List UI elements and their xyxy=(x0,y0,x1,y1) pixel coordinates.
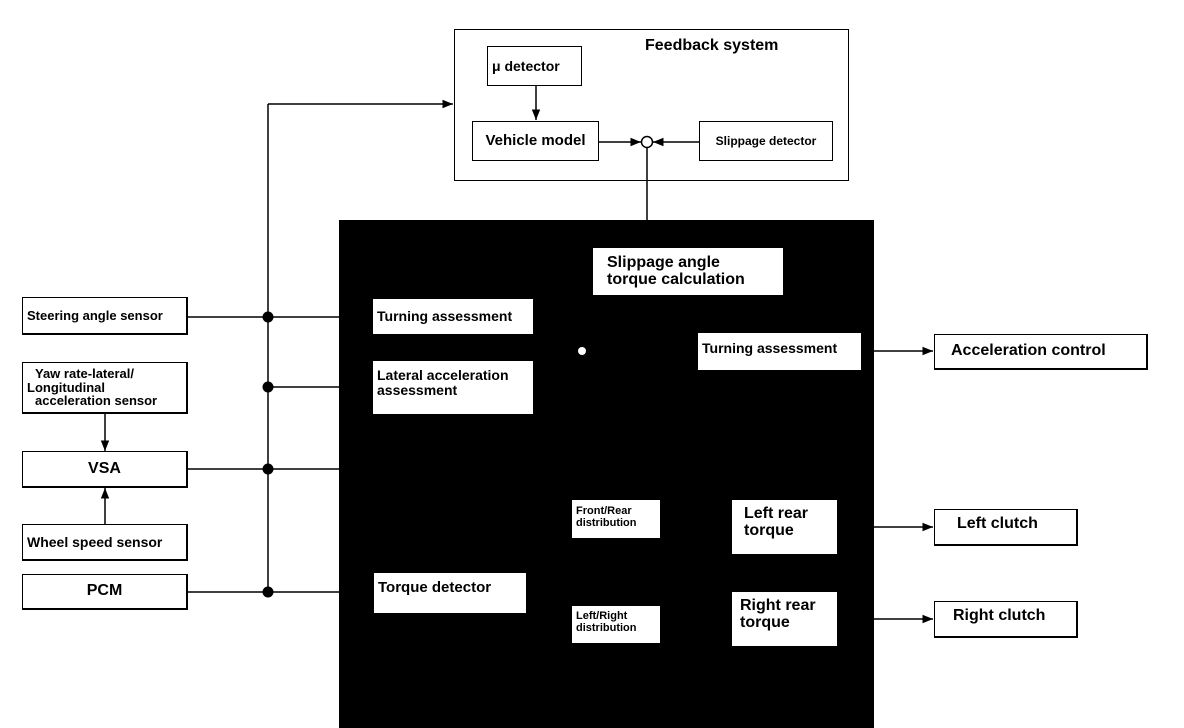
torque-detector-box: Torque detector xyxy=(374,573,526,613)
steering-angle-sensor-box: Steering angle sensor xyxy=(22,297,188,335)
left-right-distribution-box: Left/Right distribution xyxy=(572,606,660,643)
feedback-system-title: Feedback system xyxy=(645,37,779,54)
turning-assessment-right-box: Turning assessment xyxy=(698,333,861,370)
vehicle-model-box: Vehicle model xyxy=(472,121,599,161)
pcm-box: PCM xyxy=(22,574,188,610)
front-rear-line2: distribution xyxy=(576,516,637,529)
right-rear-torque-box: Right rear torque xyxy=(732,592,837,646)
wheel-speed-sensor-box: Wheel speed sensor xyxy=(22,524,188,561)
yaw-rate-line1: Yaw rate-lateral/ xyxy=(35,366,134,382)
left-right-line1: Left/Right xyxy=(576,610,628,622)
mu-detector-box: μ detector xyxy=(487,46,582,86)
lateral-acceleration-box: Lateral acceleration assessment xyxy=(373,361,533,414)
junction-dot-pcm xyxy=(262,586,274,598)
left-clutch-box: Left clutch xyxy=(934,509,1078,546)
junction-dot-vsa xyxy=(262,463,274,475)
left-rear-line1: Left rear xyxy=(744,505,809,522)
junction-dot-steering xyxy=(262,311,274,323)
ecu-white-dot xyxy=(578,347,586,355)
slippage-angle-line1: Slippage angle xyxy=(607,253,720,271)
acceleration-control-box: Acceleration control xyxy=(934,334,1148,370)
lateral-accel-line2: assessment xyxy=(377,381,458,398)
slippage-angle-torque-box: Slippage angle torque calculation xyxy=(593,248,783,295)
yaw-rate-line3: acceleration sensor xyxy=(35,393,158,409)
left-rear-line2: torque xyxy=(744,521,794,539)
turning-assessment-left-box: Turning assessment xyxy=(373,299,533,334)
summing-junction xyxy=(640,135,654,149)
slippage-angle-line2: torque calculation xyxy=(607,270,745,288)
junction-dot-yaw xyxy=(262,381,274,393)
lateral-accel-line1: Lateral acceleration xyxy=(377,367,509,383)
left-right-line2: distribution xyxy=(576,621,637,634)
front-rear-distribution-box: Front/Rear distribution xyxy=(572,500,660,538)
left-rear-torque-box: Left rear torque xyxy=(732,500,837,554)
right-rear-line2: torque xyxy=(740,613,790,631)
yaw-rate-line2: Longitudinal xyxy=(27,379,105,395)
slippage-detector-box: Slippage detector xyxy=(699,121,833,161)
right-rear-line1: Right rear xyxy=(740,597,816,614)
front-rear-line1: Front/Rear xyxy=(576,505,632,517)
right-clutch-box: Right clutch xyxy=(934,601,1078,638)
vsa-box: VSA xyxy=(22,451,188,488)
yaw-rate-sensor-box: Yaw rate-lateral/ Longitudinal accelerat… xyxy=(22,362,188,414)
